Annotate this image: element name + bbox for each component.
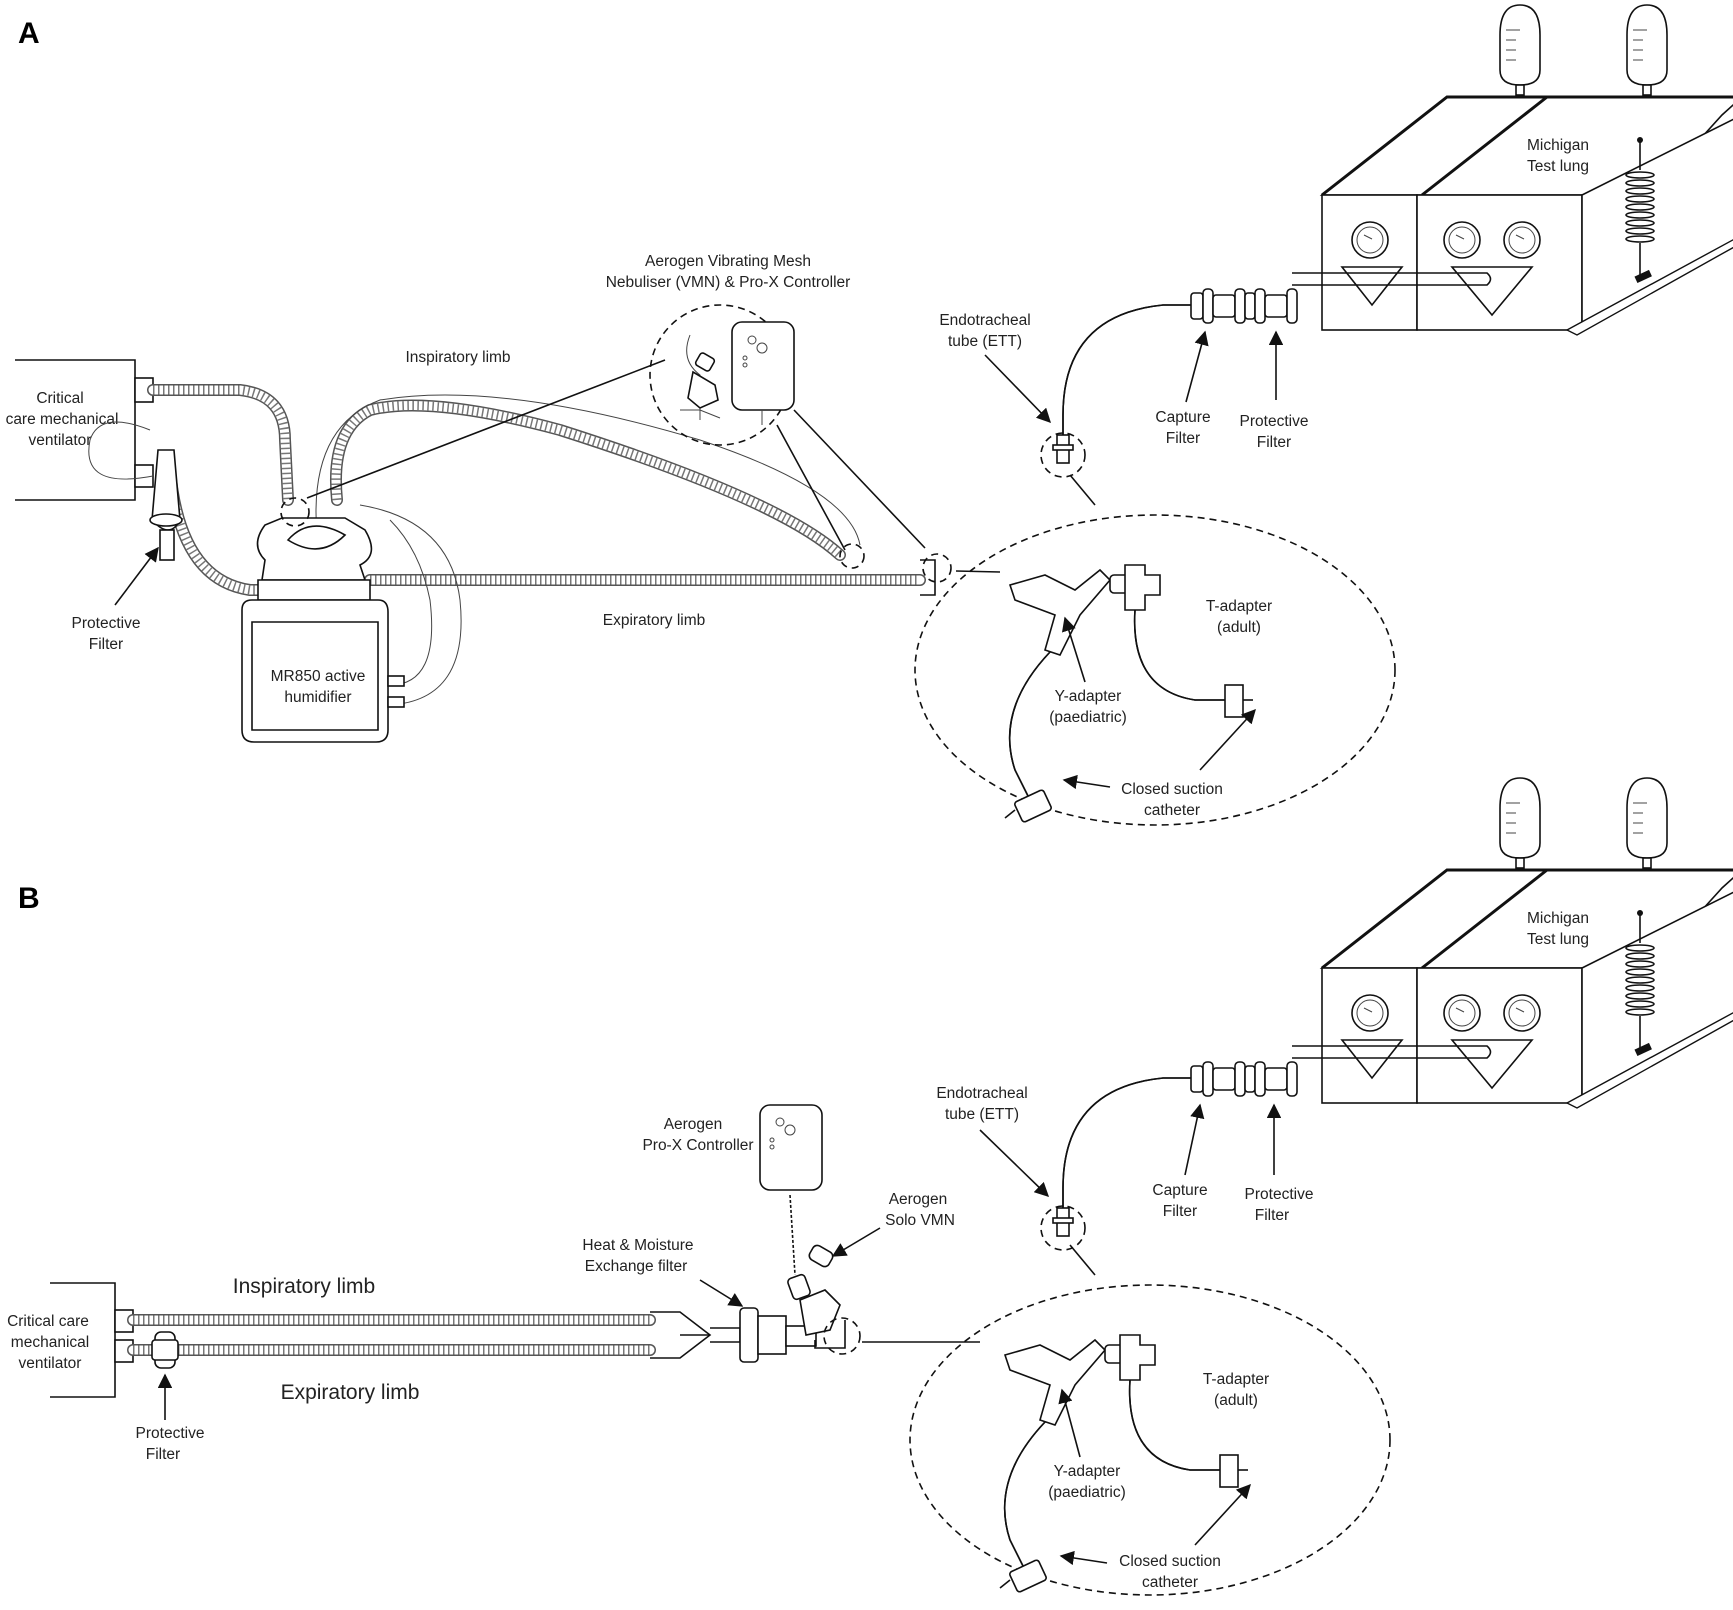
tubing-b	[127, 1311, 741, 1359]
nebuliser-label-1: Aerogen Vibrating Mesh	[645, 253, 811, 270]
closed-suction-b-label-2: catheter	[1142, 1574, 1198, 1591]
inspiratory-limb-b-label: Inspiratory limb	[233, 1275, 375, 1298]
humidifier-label-2: humidifier	[284, 689, 351, 706]
ventilator-label-a-1: Critical	[36, 390, 83, 407]
closed-suction-a-label-2: catheter	[1144, 802, 1200, 819]
arrow-y-adapter-b	[1058, 1388, 1081, 1458]
arrow-closed-suction-a-2	[1199, 708, 1256, 771]
arrow-capture-filter-a	[1185, 330, 1209, 403]
ett-a-label-2: tube (ETT)	[948, 333, 1022, 350]
tubing-a	[88, 384, 936, 706]
solo-vmn-b	[787, 1244, 846, 1349]
y-adapter-b-label-1: Y-adapter	[1054, 1463, 1121, 1480]
ventilator-label-b-2: mechanical	[11, 1334, 89, 1351]
humidifier-label-1: MR850 active	[271, 668, 366, 685]
ventilator-box-a	[15, 359, 136, 501]
arrow-ett-a	[984, 354, 1052, 424]
arrow-closed-suction-a-1	[1062, 774, 1111, 790]
nebuliser-label-2: Nebuliser (VMN) & Pro-X Controller	[606, 274, 851, 291]
protective-filter-vent-b-label-2: Filter	[146, 1446, 180, 1463]
test-lung-a-label-1: Michigan	[1527, 137, 1589, 154]
protective-filter-lung-b-label-2: Filter	[1255, 1207, 1289, 1224]
protective-filter-lung-a-label-1: Protective	[1240, 413, 1309, 430]
capture-filter-b-label-2: Filter	[1163, 1203, 1197, 1220]
closed-suction-a-label-1: Closed suction	[1121, 781, 1223, 798]
arrow-capture-filter-b	[1184, 1103, 1205, 1176]
t-adapter-a-label-1: T-adapter	[1206, 598, 1272, 615]
test-lung-b-label-2: Test lung	[1527, 931, 1589, 948]
expiratory-limb-b-label: Expiratory limb	[281, 1381, 420, 1404]
arrow-y-adapter-a	[1061, 616, 1086, 683]
michigan-test-lung-b	[1290, 776, 1733, 1110]
solo-vmn-label-1: Aerogen	[889, 1191, 948, 1208]
solo-vmn-label-2: Solo VMN	[885, 1212, 955, 1229]
ventilator-label-b-3: ventilator	[19, 1355, 82, 1372]
hme-filter-b	[739, 1307, 817, 1363]
arrow-closed-suction-b-2	[1194, 1483, 1251, 1546]
protective-filter-vent-b	[151, 1331, 179, 1369]
humidifier-a	[241, 497, 405, 743]
arrow-ett-b	[979, 1129, 1050, 1198]
pro-x-controller-b	[759, 1104, 823, 1191]
ventilator-label-a-3: ventilator	[29, 432, 92, 449]
closed-suction-b-label-1: Closed suction	[1119, 1553, 1221, 1570]
controller-cable-b	[789, 1194, 796, 1276]
protective-filter-vent-a-label-2: Filter	[89, 636, 123, 653]
controller-label-2: Pro-X Controller	[642, 1137, 753, 1154]
protective-filter-vent-a	[149, 449, 183, 561]
panel-a-letter: A	[18, 17, 40, 50]
inspiratory-limb-a-label: Inspiratory limb	[405, 349, 510, 366]
arrow-hme	[699, 1279, 744, 1307]
panel-b-letter: B	[18, 882, 40, 915]
expiratory-limb-a-label: Expiratory limb	[603, 612, 706, 629]
ett-b-label-2: tube (ETT)	[945, 1106, 1019, 1123]
arrow-solo-vmn	[831, 1227, 881, 1257]
capture-filter-b-label-1: Capture	[1152, 1182, 1207, 1199]
arrow-protective-filter-a	[114, 546, 159, 606]
y-adapter-a-label-1: Y-adapter	[1055, 688, 1122, 705]
arrow-closed-suction-b-1	[1059, 1550, 1108, 1566]
ett-b-label-1: Endotracheal	[936, 1085, 1027, 1102]
t-adapter-b-label-1: T-adapter	[1203, 1371, 1269, 1388]
protective-filter-lung-b-label-1: Protective	[1245, 1186, 1314, 1203]
capture-filter-a-label-2: Filter	[1166, 430, 1200, 447]
protective-filter-vent-a-label-1: Protective	[72, 615, 141, 632]
controller-label-1: Aerogen	[664, 1116, 723, 1133]
michigan-test-lung-a	[1290, 3, 1733, 337]
adapter-zoom-a	[914, 514, 1396, 826]
adapter-zoom-b	[909, 1284, 1391, 1596]
test-lung-a-label-2: Test lung	[1527, 158, 1589, 175]
nebuliser-zoom-a	[649, 304, 795, 446]
y-adapter-a-label-2: (paediatric)	[1049, 709, 1127, 726]
ventilator-label-b-1: Critical care	[7, 1313, 89, 1330]
protective-filter-lung-a-label-2: Filter	[1257, 434, 1291, 451]
y-adapter-b-label-2: (paediatric)	[1048, 1484, 1126, 1501]
hme-label-2: Exchange filter	[585, 1258, 688, 1275]
protective-filter-vent-b-label-1: Protective	[136, 1425, 205, 1442]
ett-a-label-1: Endotracheal	[939, 312, 1030, 329]
ventilator-label-a-2: care mechanical	[6, 411, 119, 428]
capture-filter-a-label-1: Capture	[1155, 409, 1210, 426]
t-adapter-b-label-2: (adult)	[1214, 1392, 1258, 1409]
hme-label-1: Heat & Moisture	[582, 1237, 693, 1254]
test-lung-b-label-1: Michigan	[1527, 910, 1589, 927]
t-adapter-a-label-2: (adult)	[1217, 619, 1261, 636]
